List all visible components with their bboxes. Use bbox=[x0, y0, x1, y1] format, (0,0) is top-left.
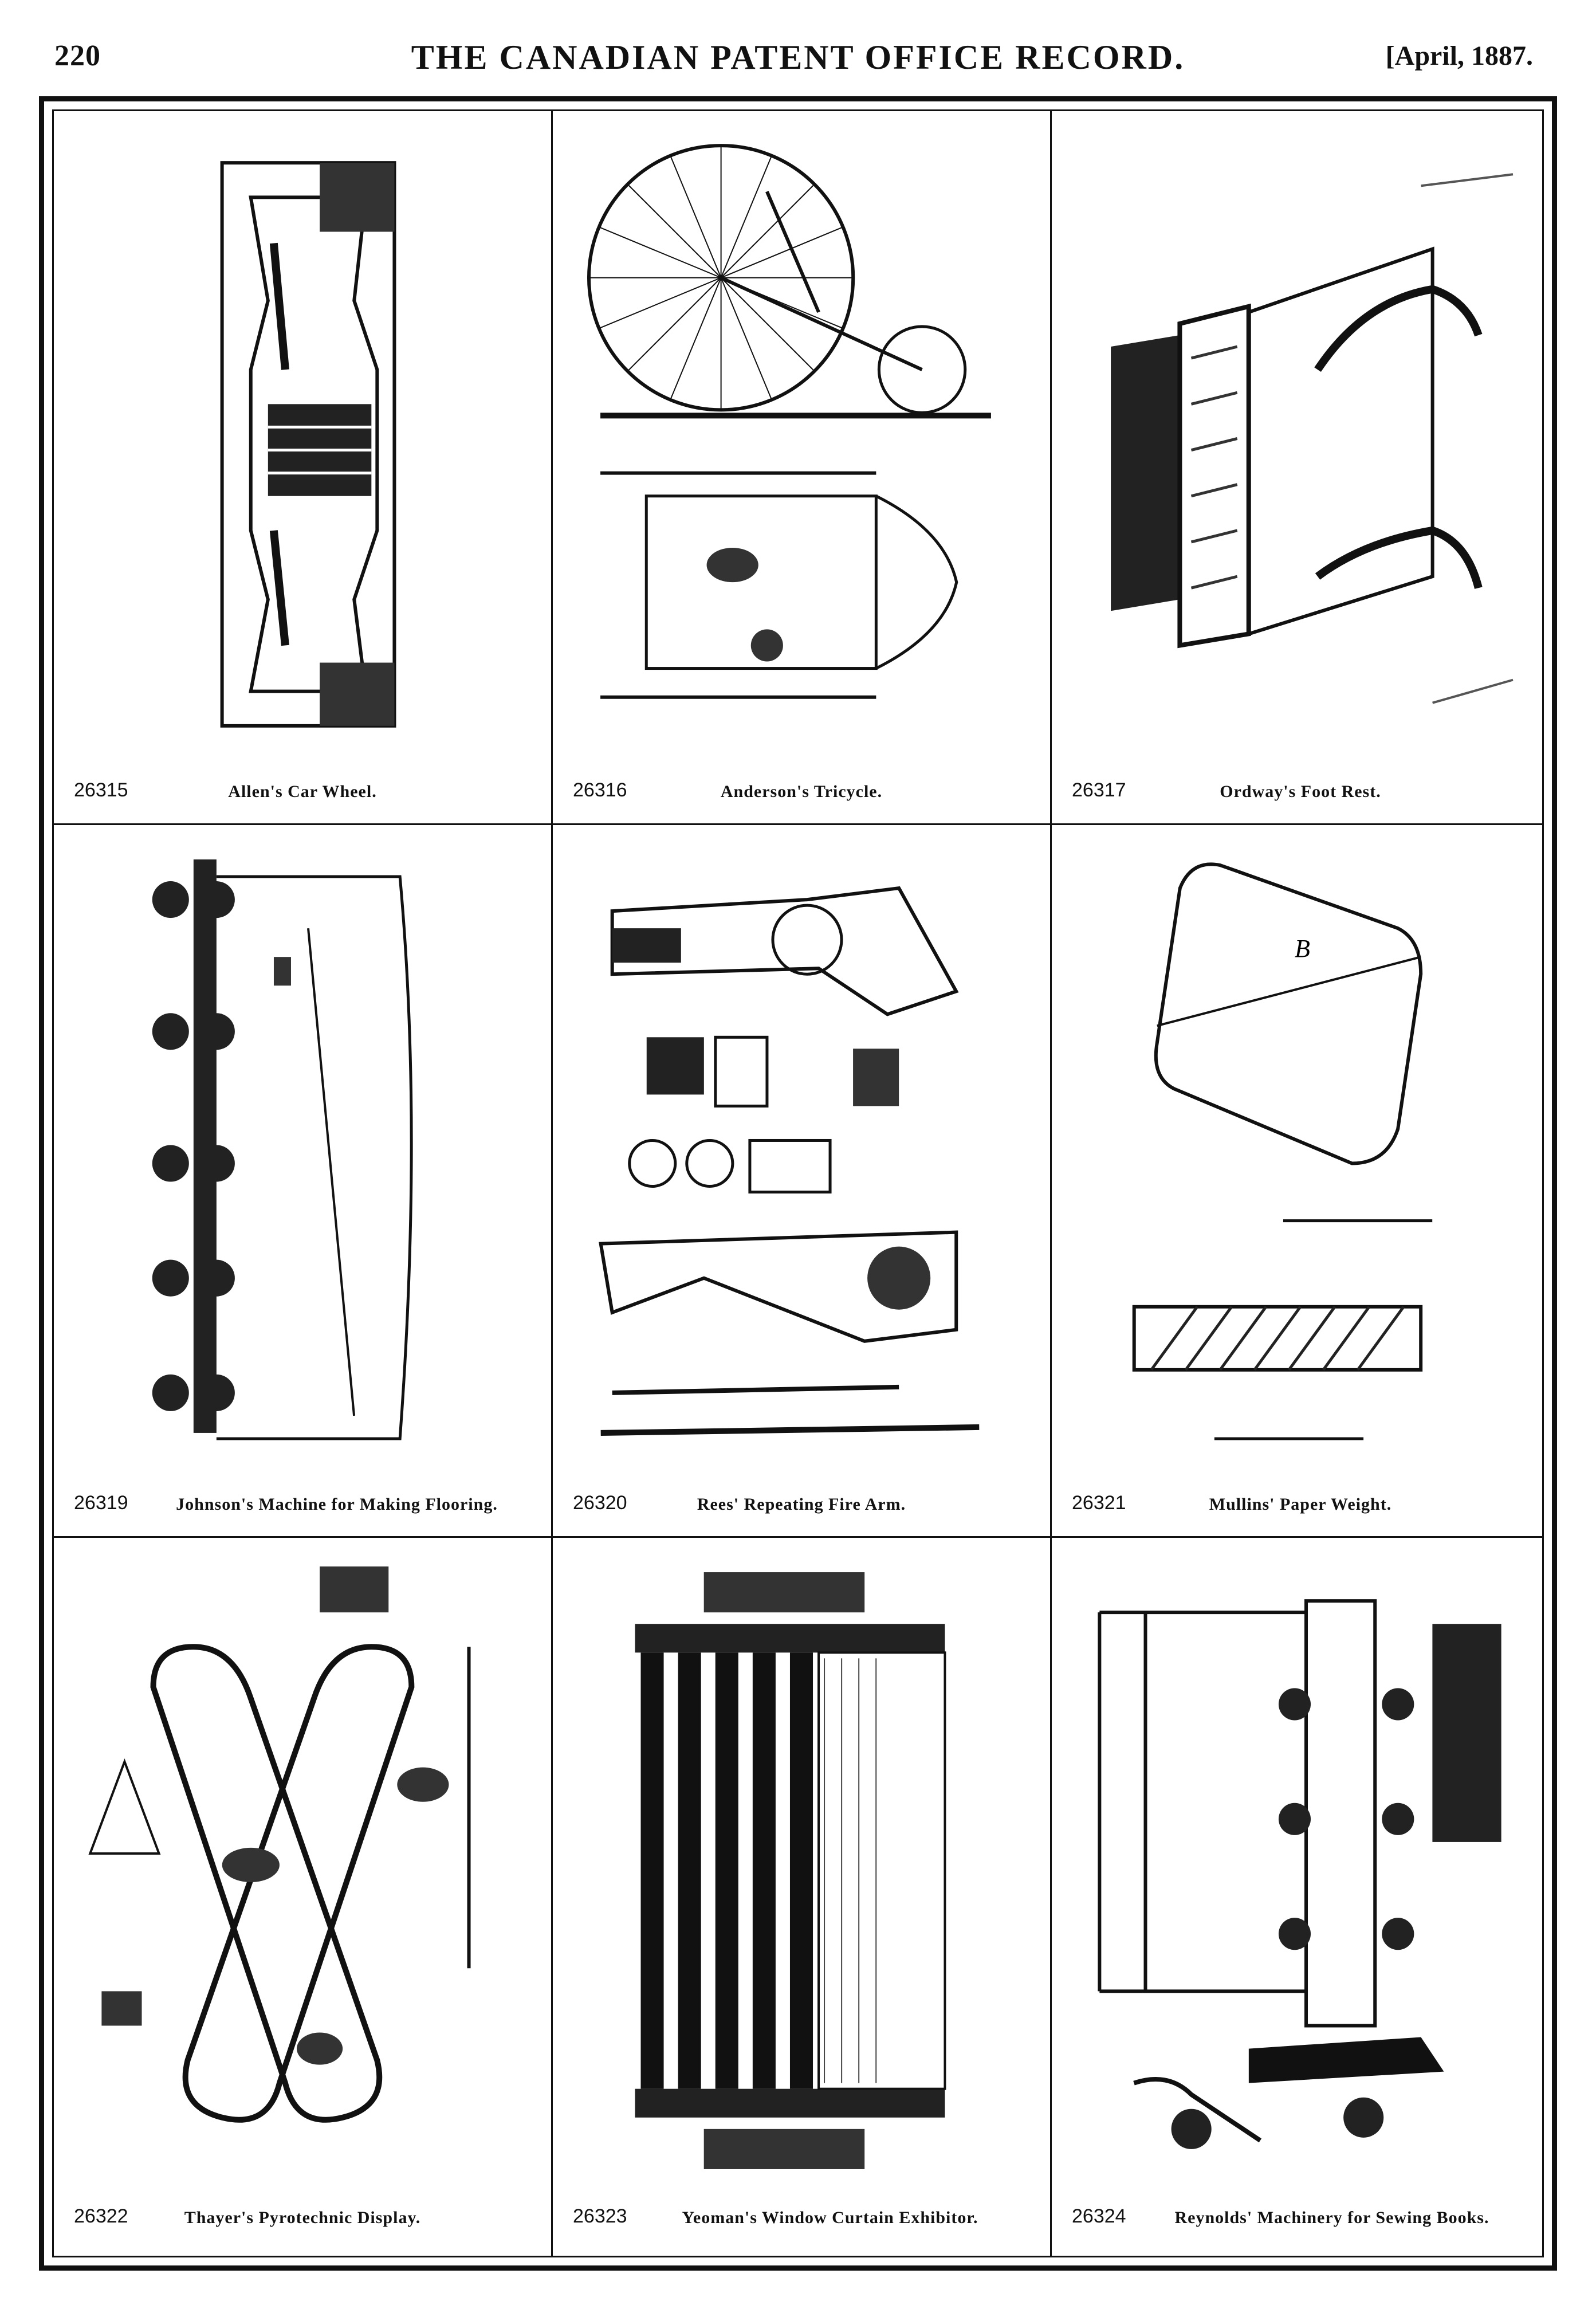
curtain-exhibitor-drawing-icon bbox=[576, 1555, 1027, 2186]
patent-cell-26321: B 26321 Mullins' Paper Weight. bbox=[1052, 825, 1549, 1536]
patent-cell-26322: 26322 Thayer's Pyrotechnic Display. bbox=[54, 1538, 551, 2249]
patent-cell-26320: 26320 Rees' Repeating Fire Arm. bbox=[553, 825, 1050, 1536]
patent-cell-26315: 26315 Allen's Car Wheel. bbox=[54, 111, 551, 823]
row-divider bbox=[54, 1536, 1542, 1538]
row-divider bbox=[54, 823, 1542, 825]
page-header: 220 THE CANADIAN PATENT OFFICE RECORD. [… bbox=[0, 0, 1596, 92]
patent-cell-26316: 26316 Anderson's Tricycle. bbox=[553, 111, 1050, 823]
plate-grid: 26315 Allen's Car Wheel. bbox=[52, 109, 1544, 2257]
patent-number: 26316 bbox=[573, 779, 627, 801]
column-divider bbox=[1050, 111, 1052, 2256]
patent-number: 26323 bbox=[573, 2205, 627, 2227]
patent-number: 26319 bbox=[74, 1492, 128, 1514]
patent-number: 26317 bbox=[1072, 779, 1126, 801]
column-divider bbox=[551, 111, 553, 2256]
figure-label: B bbox=[1295, 934, 1310, 963]
issue-date: [April, 1887. bbox=[1385, 41, 1533, 71]
book-sewing-machine-drawing-icon bbox=[1075, 1555, 1526, 2186]
patent-caption: Johnson's Machine for Making Flooring. bbox=[176, 1495, 498, 1514]
foot-rest-drawing-icon bbox=[1075, 128, 1526, 760]
fire-arm-drawing-icon bbox=[576, 842, 1027, 1473]
plate-frame: 26315 Allen's Car Wheel. bbox=[39, 96, 1557, 2271]
patent-caption: Thayer's Pyrotechnic Display. bbox=[184, 2208, 421, 2227]
patent-caption: Yeoman's Window Curtain Exhibitor. bbox=[682, 2208, 978, 2227]
patent-number: 26322 bbox=[74, 2205, 128, 2227]
patent-caption: Anderson's Tricycle. bbox=[720, 782, 883, 801]
car-wheel-drawing-icon bbox=[77, 128, 528, 760]
paper-weight-drawing-icon: B bbox=[1075, 842, 1526, 1473]
flooring-machine-drawing-icon bbox=[77, 842, 528, 1473]
patent-caption: Mullins' Paper Weight. bbox=[1209, 1495, 1392, 1514]
publication-title: THE CANADIAN PATENT OFFICE RECORD. bbox=[411, 38, 1185, 76]
patent-cell-26319: 26319 Johnson's Machine for Making Floor… bbox=[54, 825, 551, 1536]
patent-caption: Ordway's Foot Rest. bbox=[1220, 782, 1381, 801]
page-number: 220 bbox=[54, 40, 101, 72]
patent-number: 26315 bbox=[74, 779, 128, 801]
patent-number: 26321 bbox=[1072, 1492, 1126, 1514]
tricycle-drawing-icon bbox=[576, 128, 1027, 760]
patent-number: 26320 bbox=[573, 1492, 627, 1514]
patent-caption: Allen's Car Wheel. bbox=[228, 782, 377, 801]
patent-cell-26323: 26323 Yeoman's Window Curtain Exhibitor. bbox=[553, 1538, 1050, 2249]
pyrotechnic-display-drawing-icon bbox=[77, 1555, 528, 2186]
patent-number: 26324 bbox=[1072, 2205, 1126, 2227]
patent-caption: Rees' Repeating Fire Arm. bbox=[697, 1495, 906, 1514]
patent-cell-26317: 26317 Ordway's Foot Rest. bbox=[1052, 111, 1549, 823]
patent-caption: Reynolds' Machinery for Sewing Books. bbox=[1174, 2208, 1489, 2227]
patent-cell-26324: 26324 Reynolds' Machinery for Sewing Boo… bbox=[1052, 1538, 1549, 2249]
